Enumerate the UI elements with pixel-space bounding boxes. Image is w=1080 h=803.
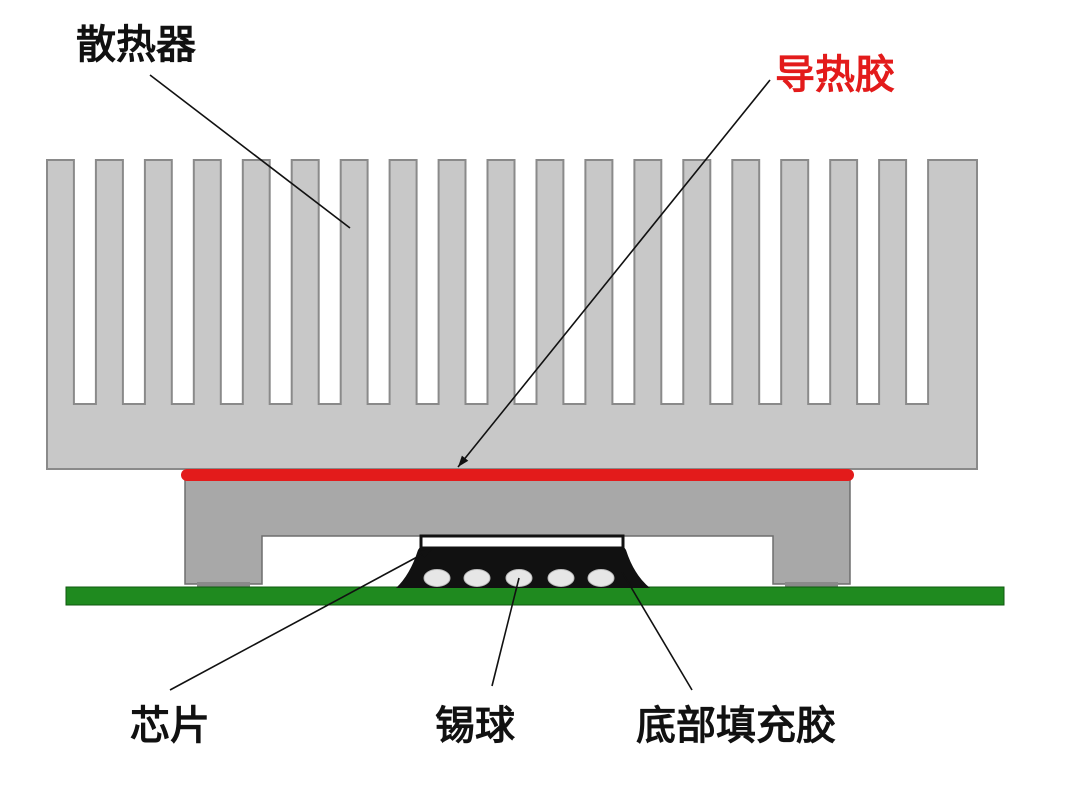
leader-heatsink <box>149 74 351 229</box>
label-underfill: 底部填充胶 <box>636 703 836 749</box>
solder-ball <box>423 569 451 587</box>
leader-thermal-paste <box>457 79 771 468</box>
leader-underfill <box>621 571 693 691</box>
leader-solder-balls <box>491 577 520 687</box>
pcb-board <box>65 586 1005 606</box>
heatsink-body <box>46 159 978 470</box>
chip-die <box>419 534 625 550</box>
leader-chip <box>169 548 433 691</box>
lid-foot-right <box>785 582 838 588</box>
solder-ball <box>463 569 491 587</box>
solder-ball <box>547 569 575 587</box>
label-chip: 芯片 <box>130 703 210 749</box>
label-thermal-paste: 导热胶 <box>775 52 895 98</box>
leader-chip-arrowhead <box>420 549 432 558</box>
thermal-paste-layer <box>181 469 854 481</box>
underfill-fillet <box>396 541 650 588</box>
label-solder-balls: 锡球 <box>435 703 515 749</box>
label-heatsink: 散热器 <box>76 22 196 68</box>
solder-ball <box>587 569 615 587</box>
leader-lines <box>149 74 771 691</box>
solder-ball-row <box>423 569 615 587</box>
leader-thermal-paste-arrowhead <box>458 455 469 467</box>
lid-foot-left <box>197 582 250 588</box>
